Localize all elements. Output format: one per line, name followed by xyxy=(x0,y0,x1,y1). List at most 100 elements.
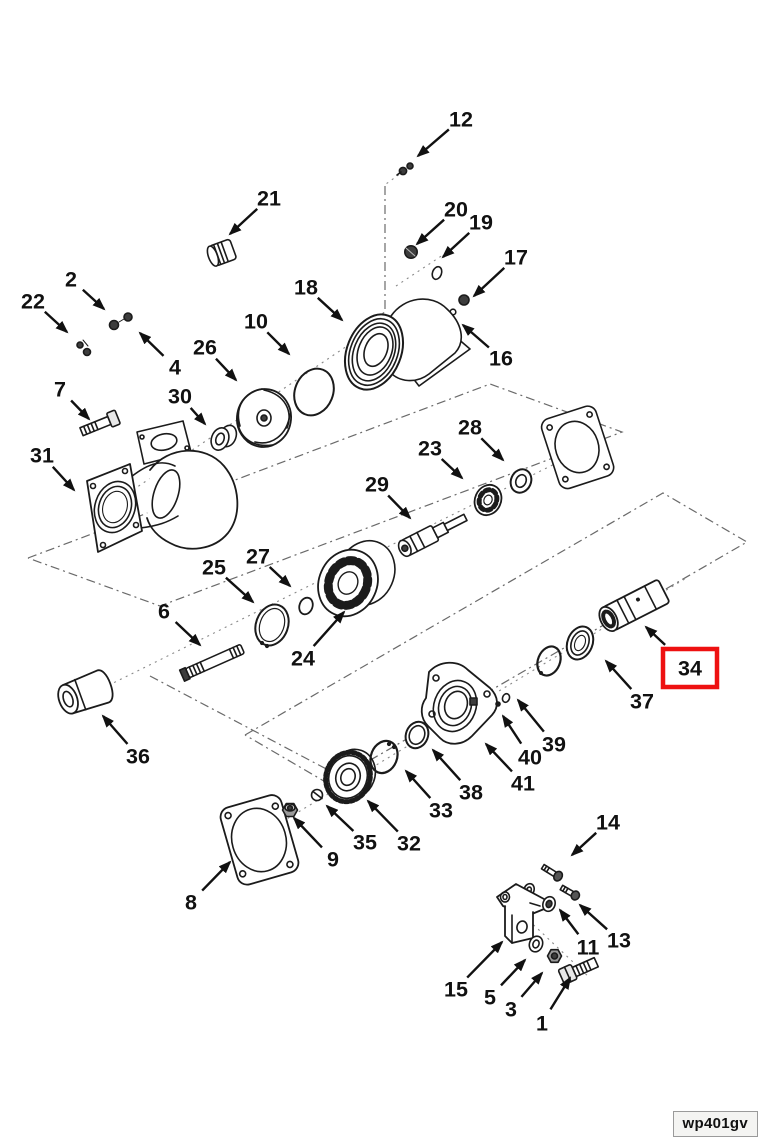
callout-30[interactable]: 30 xyxy=(168,385,207,426)
callout-17[interactable]: 17 xyxy=(472,246,528,298)
callout-number-12[interactable]: 12 xyxy=(449,108,473,132)
part-41-bearing-housing-drawing xyxy=(420,661,498,745)
callout-14[interactable]: 14 xyxy=(570,811,620,857)
callout-26[interactable]: 26 xyxy=(193,336,238,382)
callout-number-14[interactable]: 14 xyxy=(596,811,620,835)
callout-number-22[interactable]: 22 xyxy=(21,290,45,314)
callout-number-28[interactable]: 28 xyxy=(458,416,482,440)
part-11-washer-drawing xyxy=(542,895,556,913)
callout-34[interactable]: 34 xyxy=(644,625,720,690)
part-21-plug-drawing xyxy=(206,238,237,267)
callout-number-41[interactable]: 41 xyxy=(511,772,535,796)
callout-number-4[interactable]: 4 xyxy=(169,356,181,380)
callout-number-26[interactable]: 26 xyxy=(193,336,217,360)
callout-2[interactable]: 2 xyxy=(65,268,106,311)
callout-number-9[interactable]: 9 xyxy=(327,848,339,872)
callout-number-36[interactable]: 36 xyxy=(126,745,150,769)
callout-39[interactable]: 39 xyxy=(516,698,566,757)
callout-number-39[interactable]: 39 xyxy=(542,733,566,757)
callout-24[interactable]: 24 xyxy=(291,610,346,671)
callout-33[interactable]: 33 xyxy=(404,769,453,823)
callout-35[interactable]: 35 xyxy=(325,804,377,855)
callout-13[interactable]: 13 xyxy=(578,903,631,953)
callout-16[interactable]: 16 xyxy=(461,323,513,371)
callout-number-20[interactable]: 20 xyxy=(444,198,468,222)
part-40-pin-drawing xyxy=(495,701,501,707)
callout-number-10[interactable]: 10 xyxy=(244,310,268,334)
part-17-nut-drawing xyxy=(458,294,470,306)
callout-9[interactable]: 9 xyxy=(292,816,339,872)
callout-7[interactable]: 7 xyxy=(54,378,91,421)
callout-27[interactable]: 27 xyxy=(246,545,292,588)
callout-number-27[interactable]: 27 xyxy=(246,545,270,569)
callout-number-34[interactable]: 34 xyxy=(678,657,702,681)
callout-number-35[interactable]: 35 xyxy=(353,831,377,855)
part-13-screw-drawing xyxy=(559,884,581,901)
callout-23[interactable]: 23 xyxy=(418,437,464,480)
callout-3[interactable]: 3 xyxy=(505,971,544,1022)
callout-12[interactable]: 12 xyxy=(416,108,473,158)
callout-number-5[interactable]: 5 xyxy=(484,986,496,1010)
callout-31[interactable]: 31 xyxy=(30,444,76,492)
callout-19[interactable]: 19 xyxy=(441,211,493,259)
part-36-bushing-drawing xyxy=(57,669,114,715)
callout-number-32[interactable]: 32 xyxy=(397,832,421,856)
callout-number-31[interactable]: 31 xyxy=(30,444,54,468)
callout-22[interactable]: 22 xyxy=(21,290,69,334)
callout-25[interactable]: 25 xyxy=(202,556,255,604)
callout-38[interactable]: 38 xyxy=(431,748,483,805)
part-22-screws-drawing xyxy=(76,339,92,357)
callout-number-2[interactable]: 2 xyxy=(65,268,77,292)
callout-number-23[interactable]: 23 xyxy=(418,437,442,461)
part-27-oring-drawing xyxy=(298,596,314,616)
callout-32[interactable]: 32 xyxy=(366,799,421,856)
callout-number-24[interactable]: 24 xyxy=(291,647,315,671)
callout-number-37[interactable]: 37 xyxy=(630,690,654,714)
callout-28[interactable]: 28 xyxy=(458,416,505,462)
callout-29[interactable]: 29 xyxy=(365,473,412,520)
callout-10[interactable]: 10 xyxy=(244,310,291,356)
callout-37[interactable]: 37 xyxy=(604,659,654,714)
part-38-spacer-drawing xyxy=(404,720,430,750)
callout-number-19[interactable]: 19 xyxy=(469,211,493,235)
callout-1[interactable]: 1 xyxy=(536,976,572,1036)
callout-40[interactable]: 40 xyxy=(501,714,542,770)
callout-36[interactable]: 36 xyxy=(101,714,150,769)
callout-number-33[interactable]: 33 xyxy=(429,799,453,823)
callout-number-13[interactable]: 13 xyxy=(607,929,631,953)
callout-15[interactable]: 15 xyxy=(444,940,504,1002)
callout-41[interactable]: 41 xyxy=(484,742,535,796)
callout-number-30[interactable]: 30 xyxy=(168,385,192,409)
callout-number-6[interactable]: 6 xyxy=(158,600,170,624)
callout-5[interactable]: 5 xyxy=(484,958,527,1010)
callout-number-17[interactable]: 17 xyxy=(504,246,528,270)
callout-11[interactable]: 11 xyxy=(558,908,600,960)
callout-6[interactable]: 6 xyxy=(158,600,202,647)
callout-number-1[interactable]: 1 xyxy=(536,1012,548,1036)
callout-number-40[interactable]: 40 xyxy=(518,746,542,770)
callout-18[interactable]: 18 xyxy=(294,276,344,322)
part-6-bolt-drawing xyxy=(178,644,245,682)
callout-4[interactable]: 4 xyxy=(138,331,181,380)
callout-21[interactable]: 21 xyxy=(228,187,281,236)
callout-number-11[interactable]: 11 xyxy=(577,936,600,960)
callout-number-15[interactable]: 15 xyxy=(444,978,468,1002)
part-30-plug-drawing xyxy=(210,424,238,451)
part-39-washer-drawing xyxy=(501,692,511,704)
callout-number-29[interactable]: 29 xyxy=(365,473,389,497)
callout-number-38[interactable]: 38 xyxy=(459,781,483,805)
callout-number-16[interactable]: 16 xyxy=(489,347,513,371)
part-15-bracket-drawing xyxy=(496,883,550,944)
callout-number-7[interactable]: 7 xyxy=(54,378,66,402)
callout-number-3[interactable]: 3 xyxy=(505,998,517,1022)
part-10-oring-drawing xyxy=(293,367,335,417)
part-34-shaft-drawing xyxy=(598,579,670,633)
callout-number-21[interactable]: 21 xyxy=(257,187,281,211)
callout-number-8[interactable]: 8 xyxy=(185,891,197,915)
callout-8[interactable]: 8 xyxy=(185,860,232,915)
callout-number-25[interactable]: 25 xyxy=(202,556,226,580)
callout-number-18[interactable]: 18 xyxy=(294,276,318,300)
callout-20[interactable]: 20 xyxy=(415,198,468,246)
